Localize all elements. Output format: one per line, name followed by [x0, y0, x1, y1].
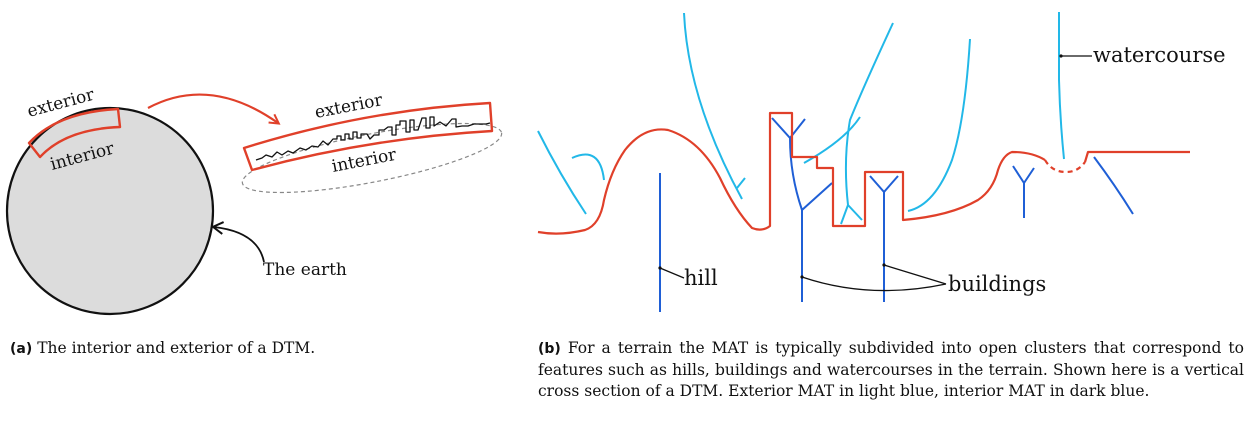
terrain-gap-dashed — [1044, 159, 1086, 174]
earth-pointer-arrow — [211, 221, 265, 263]
exterior-mat-mid2-branch — [847, 204, 863, 221]
exterior-mat-left-inner — [571, 153, 605, 181]
label-exterior-large: exterior — [313, 90, 385, 123]
exterior-mat-mid — [803, 116, 861, 164]
exterior-mat-hill — [683, 12, 743, 200]
label-watercourse: watercourse — [1093, 43, 1226, 67]
exterior-mat-right — [907, 38, 971, 212]
panel-b: watercourse hill buildings — [537, 12, 1226, 312]
small-band — [27, 107, 122, 159]
caption-a: (a) The interior and exterior of a DTM. — [10, 338, 510, 360]
callout-buildings-1 — [801, 276, 947, 292]
exterior-mat-left — [537, 130, 587, 215]
terrain-section — [537, 111, 1046, 235]
terrain-profile — [255, 116, 491, 161]
caption-b-text: For a terrain the MAT is typically subdi… — [538, 339, 1244, 400]
exterior-mat-hill-branch — [736, 177, 746, 189]
callout-hill — [659, 267, 685, 279]
interior-mat-building1-branch — [801, 182, 833, 211]
label-buildings: buildings — [948, 272, 1046, 296]
interior-mat-far-right — [1093, 156, 1134, 215]
exterior-mat-mid2 — [840, 22, 894, 225]
interior-mat-building1-stem — [771, 117, 803, 302]
exterior-mat — [537, 12, 1065, 225]
dashed-outline — [241, 122, 503, 194]
label-hill: hill — [684, 266, 718, 290]
panel-a: exterior interior exterior interior The … — [5, 85, 503, 316]
earth-circle — [5, 106, 215, 316]
zoom-arrow — [147, 93, 278, 123]
zoomed-band — [242, 101, 494, 172]
caption-a-tag: (a) — [10, 341, 33, 357]
interior-mat-building2-stem — [869, 175, 885, 302]
interior-mat-right-fork — [1023, 167, 1035, 184]
interior-mat-right-stem — [1012, 165, 1025, 218]
interior-mat-building2-fork — [883, 175, 899, 193]
callout-buildings-2 — [883, 264, 947, 285]
caption-a-text: The interior and exterior of a DTM. — [37, 339, 316, 357]
callout-buildings-dot-1 — [800, 275, 804, 279]
label-earth: The earth — [263, 260, 347, 280]
terrain-section-right — [1083, 150, 1190, 163]
exterior-mat-watercourse — [1058, 12, 1065, 160]
caption-b-tag: (b) — [538, 341, 561, 357]
callout-buildings-dot-2 — [882, 263, 886, 267]
caption-b: (b) For a terrain the MAT is typically s… — [538, 338, 1244, 402]
callout-hill-dot — [658, 266, 662, 270]
callout-watercourse-dot — [1059, 54, 1063, 58]
